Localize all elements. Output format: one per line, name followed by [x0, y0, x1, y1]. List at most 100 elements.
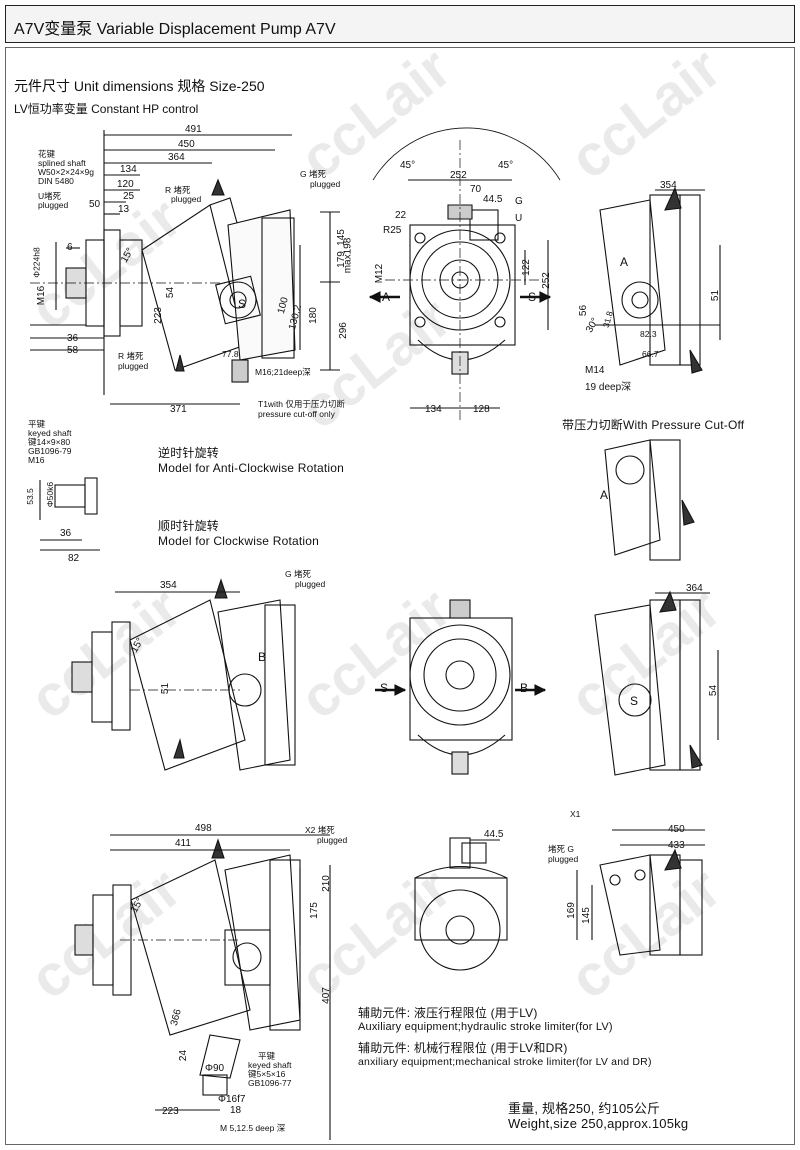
dim-36: 36 — [67, 333, 79, 344]
dim-122: 122 — [520, 259, 532, 276]
dim-51b: 51 — [160, 682, 172, 695]
r-plugged-top: R 堵死 — [165, 185, 191, 195]
dim-210: 210 — [320, 875, 332, 892]
dim-450: 450 — [178, 139, 195, 150]
key2-cn: 平键 — [258, 1051, 276, 1061]
dim-491: 491 — [185, 124, 202, 135]
dim-50k6: Φ50k6 — [45, 481, 56, 508]
aux1-en: Auxiliary equipment;hydraulic stroke lim… — [358, 1021, 613, 1033]
dim-51: 51 — [710, 289, 722, 302]
dim-407: 407 — [320, 987, 332, 1004]
m14-label: M14 — [585, 365, 605, 376]
port-s-front: S — [528, 290, 537, 304]
dim-90: Φ90 — [205, 1063, 225, 1074]
dim-45a: 45° — [400, 160, 416, 171]
port-a-cutoff: A — [600, 488, 609, 502]
u-plugged-en: plugged — [38, 200, 69, 210]
page-title: A7V变量泵 Variable Displacement Pump A7V — [14, 21, 336, 38]
key2-spec: 键5×5×16 — [248, 1069, 286, 1079]
r-plugged-bottom: R 堵死 — [118, 351, 144, 361]
dim-13: 13 — [118, 204, 130, 215]
dim-498: 498 — [195, 823, 212, 834]
r-plugged-bottom-en: plugged — [118, 361, 149, 371]
dim-134: 134 — [120, 164, 137, 175]
g-plug-mid-en: plugged — [295, 579, 326, 589]
dim-354b: 354 — [160, 580, 177, 591]
dim-6: 6 — [67, 242, 73, 253]
dim-16f7: Φ16f7 — [218, 1094, 246, 1105]
m14-deep: 19 deep深 — [585, 382, 632, 393]
dim-25: 25 — [123, 191, 135, 202]
dim-82: 82 — [68, 553, 80, 564]
aux2-cn: 辅助元件: 机械行程限位 (用于LV和DR) — [358, 1041, 568, 1055]
keyed-shaft-detail — [39, 477, 100, 551]
port-b-cw: B — [258, 650, 267, 664]
dim-56: 56 — [578, 304, 590, 317]
dim-450b: 450 — [668, 824, 685, 835]
section-heading: 元件尺寸 Unit dimensions 规格 Size-250 — [14, 78, 265, 94]
aux1-cn: 辅助元件: 液压行程限位 (用于LV) — [358, 1006, 538, 1020]
x2-plugged-en: plugged — [317, 835, 348, 845]
side-view-aux-right — [576, 829, 705, 956]
dim-364b: 364 — [686, 583, 703, 594]
dim-m16: M16 — [36, 285, 48, 306]
g-plug-mid: G 堵死 — [285, 569, 311, 579]
dim-535: 53.5 — [24, 488, 35, 505]
port-a-right: A — [620, 255, 629, 269]
dim-45b: 45° — [498, 160, 514, 171]
dim-371: 371 — [170, 404, 187, 415]
dim-54b: 54 — [708, 684, 720, 697]
spline-din: DIN 5480 — [38, 176, 74, 186]
side-view-aux — [74, 834, 331, 1140]
label-g-front: G — [515, 196, 523, 207]
dim-m12: M12 — [374, 263, 386, 284]
r-plugged-top-en: plugged — [171, 194, 202, 204]
front-view-aux — [414, 837, 508, 971]
front-view-lv — [368, 127, 561, 420]
dim-128: 128 — [473, 404, 490, 415]
key-label-en: keyed shaft — [28, 428, 72, 438]
dim-58: 58 — [67, 345, 79, 356]
spline-label-cn: 花键 — [38, 149, 56, 159]
drawing-area — [5, 47, 795, 1145]
port-s-cw: S — [380, 681, 389, 695]
side-view-cw — [71, 578, 296, 771]
dim-169: 169 — [565, 902, 577, 919]
dim-180: 180 — [307, 307, 319, 324]
g-plugged-en: plugged — [310, 179, 341, 189]
dim-175: 175 — [308, 902, 320, 919]
dim-354: 354 — [660, 180, 677, 191]
dim-364: 364 — [168, 152, 185, 163]
dim-411: 411 — [175, 838, 191, 849]
dim-50: 50 — [89, 199, 101, 210]
spline-spec: W50×2×24×9g — [38, 167, 95, 177]
key-label-cn: 平键 — [28, 419, 46, 429]
m5-label: M 5,12.5 deep 深 — [220, 1123, 286, 1133]
u-plugged-cn: U堵死 — [38, 191, 62, 201]
key2-gb: GB1096-77 — [248, 1078, 292, 1088]
dim-134b: 134 — [425, 404, 442, 415]
dim-296: 296 — [337, 322, 349, 339]
key-m16: M16 — [28, 455, 45, 465]
acw-caption-en: Model for Anti-Clockwise Rotation — [158, 461, 345, 475]
dim-145b: 145 — [580, 907, 592, 924]
dim-433: 433 — [668, 840, 685, 851]
side-view-lv — [30, 130, 340, 405]
dim-667: 66.7 — [642, 349, 659, 359]
dim-223: 223 — [152, 307, 164, 324]
g-plug-br-en: plugged — [548, 854, 579, 864]
dim-252a: 252 — [450, 170, 467, 181]
dim-70: 70 — [470, 184, 482, 195]
title-bar: A7V变量泵 Variable Displacement Pump A7V — [5, 5, 795, 43]
label-u-front: U — [515, 213, 523, 224]
key-gb: GB1096-79 — [28, 446, 72, 456]
dim-22: 22 — [395, 210, 407, 221]
dim-77: 77.8 — [222, 349, 239, 359]
port-s-cw-right: S — [630, 694, 639, 708]
weight-cn: 重量, 规格250, 约105公斤 — [508, 1101, 661, 1116]
aux2-en: anxiliary equipment;mechanical stroke li… — [358, 1056, 652, 1068]
t1-note: T1with 仅用于压力切断 — [258, 399, 345, 409]
key2-en: keyed shaft — [248, 1060, 292, 1070]
dim-18: 18 — [230, 1105, 242, 1116]
